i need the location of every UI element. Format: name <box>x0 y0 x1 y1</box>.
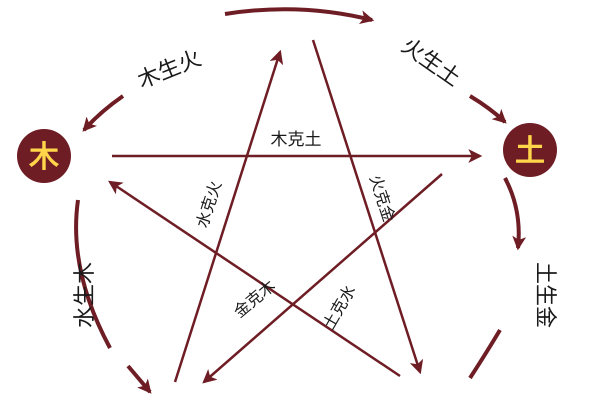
arrow-earth-water <box>108 180 401 378</box>
arc-left-bottom <box>126 364 152 394</box>
label-earth-water: 土克水 <box>319 282 359 333</box>
label-fire-earth: 火生土 <box>397 34 465 92</box>
arrow-metal-wood <box>202 173 443 384</box>
label-earth-metal: 土生金 <box>532 262 557 328</box>
arrow-fire-metal <box>311 39 424 375</box>
node-wood-label: 木 <box>28 140 59 175</box>
arc-right-bottom <box>468 328 502 380</box>
generating-cycle-arcs <box>74 7 527 394</box>
node-earth: 土 <box>503 123 557 177</box>
arc-right-mid <box>503 177 527 251</box>
label-water-wood: 水生木 <box>73 262 98 328</box>
node-wood-circle <box>17 129 71 183</box>
arrow-water-fire <box>173 49 284 383</box>
arc-left-lower <box>74 199 112 349</box>
arc-top <box>224 7 375 24</box>
node-wood: 木 <box>17 129 71 183</box>
label-wood-earth: 木克土 <box>271 130 322 150</box>
node-earth-circle <box>503 123 557 177</box>
arc-left-upper <box>82 94 125 132</box>
arc-right-upper <box>468 94 507 124</box>
label-metal-wood: 金克木 <box>230 276 279 321</box>
label-wood-fire: 木生火 <box>134 46 205 94</box>
label-water-fire: 水克火 <box>192 179 225 231</box>
node-earth-label: 土 <box>515 134 545 169</box>
controlling-cycle-star <box>108 39 483 384</box>
